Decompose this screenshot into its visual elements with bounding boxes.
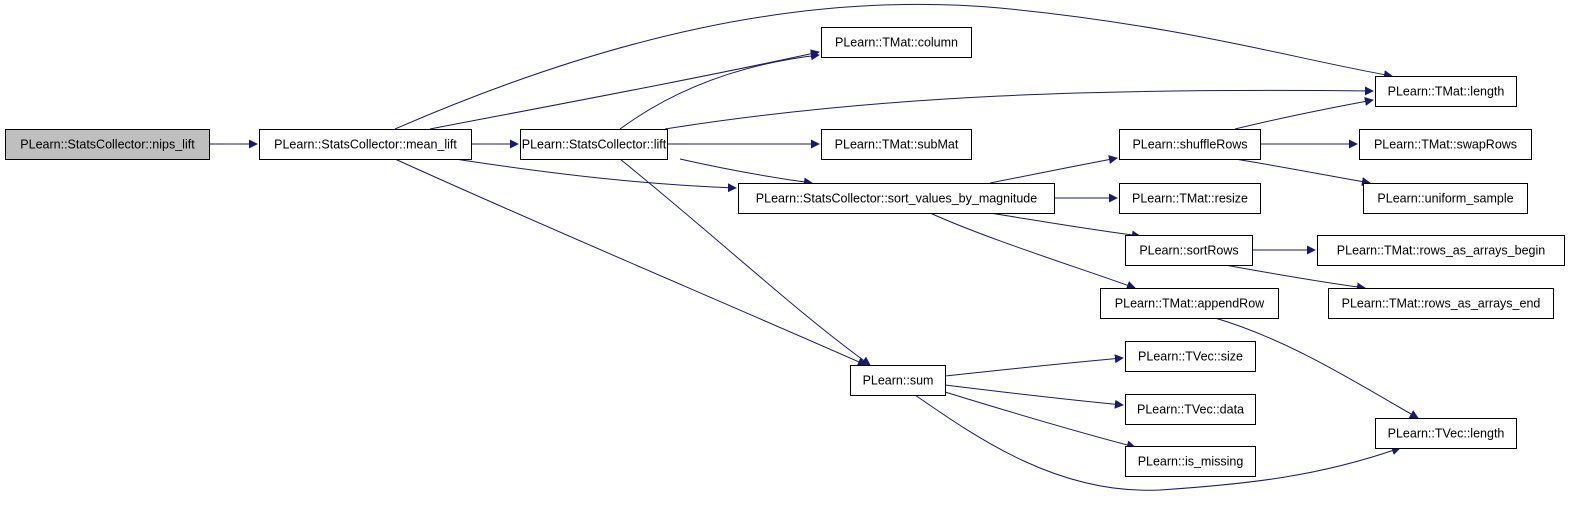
node-box[interactable] [1125,394,1256,425]
node-box[interactable] [850,365,946,396]
node-box[interactable] [738,183,1055,214]
node-resize[interactable]: PLearn::TMat::resize [1119,183,1261,214]
edge-lift-to-column [619,51,820,130]
edge-mean_lift-to-sum [394,158,867,366]
node-swapRows[interactable]: PLearn::TMat::swapRows [1359,129,1532,160]
edge-sum-to-tvec_size [944,354,1124,377]
edge-mean_lift-to-sort_values [454,158,737,193]
edge-sort_values-to-shuffleRows [989,155,1118,184]
node-label: PLearn::StatsCollector::sort_values_by_m… [756,192,1037,206]
node-box[interactable] [5,129,210,160]
node-label: PLearn::TMat::rows_as_arrays_begin [1337,244,1545,258]
node-box[interactable] [1328,288,1554,319]
edge-sum-to-tvec_data [944,384,1124,409]
node-box[interactable] [1125,235,1253,266]
node-label: PLearn::TMat::appendRow [1115,297,1265,311]
node-label: PLearn::StatsCollector::lift [522,138,667,152]
node-box[interactable] [520,129,668,160]
node-sortRows[interactable]: PLearn::sortRows [1125,235,1253,266]
edge-mean_lift-to-column [429,49,820,130]
node-tvec_data[interactable]: PLearn::TVec::data [1125,394,1256,425]
node-label: PLearn::is_missing [1138,455,1244,469]
edge-lift-to-tmat_length [664,86,1374,130]
edge-lift-to-sum [619,158,871,366]
node-tvec_length[interactable]: PLearn::TVec::length [1375,418,1517,449]
node-label: PLearn::TVec::data [1137,403,1244,417]
node-box[interactable] [1125,341,1256,372]
node-appendRow[interactable]: PLearn::TMat::appendRow [1100,288,1279,319]
node-box[interactable] [1375,76,1517,107]
node-rows_begin[interactable]: PLearn::TMat::rows_as_arrays_begin [1317,235,1565,266]
node-is_missing[interactable]: PLearn::is_missing [1125,446,1256,477]
node-label: PLearn::TVec::size [1138,350,1243,364]
node-shuffleRows[interactable]: PLearn::shuffleRows [1119,129,1261,160]
node-label: PLearn::TMat::column [835,36,958,50]
edge-sum-to-tvec_length [914,394,1401,491]
node-sort_values[interactable]: PLearn::StatsCollector::sort_values_by_m… [738,183,1055,214]
node-label: PLearn::sortRows [1139,244,1238,258]
node-lift[interactable]: PLearn::StatsCollector::lift [520,129,668,160]
node-tmat_length[interactable]: PLearn::TMat::length [1375,76,1517,107]
edge-sort_values-to-appendRow [929,212,1136,290]
node-label: PLearn::TMat::length [1388,85,1505,99]
edges-layer [209,3,1419,491]
node-label: PLearn::TMat::rows_as_arrays_end [1342,297,1541,311]
node-label: PLearn::shuffleRows [1132,138,1247,152]
node-label: PLearn::TMat::subMat [835,138,959,152]
node-label: PLearn::TVec::length [1388,427,1505,441]
edge-sum-to-is_missing [944,391,1136,450]
node-label: PLearn::TMat::swapRows [1374,138,1517,152]
edge-shuffleRows-to-tmat_length [1234,97,1374,130]
node-sum[interactable]: PLearn::sum [850,365,946,396]
node-label: PLearn::StatsCollector::mean_lift [274,138,457,152]
node-nips_lift[interactable]: PLearn::StatsCollector::nips_lift [5,129,210,160]
node-column[interactable]: PLearn::TMat::column [821,27,972,58]
edge-lift-to-sort_values [679,158,813,187]
node-uniform_sample[interactable]: PLearn::uniform_sample [1363,183,1528,214]
edge-sort_values-to-sortRows [989,212,1141,240]
node-box[interactable] [821,129,972,160]
node-box[interactable] [259,129,472,160]
edge-sortRows-to-rows_end [1224,264,1366,292]
node-mean_lift[interactable]: PLearn::StatsCollector::mean_lift [259,129,472,160]
edge-mean_lift-to-tmat_length [394,3,1393,130]
node-label: PLearn::StatsCollector::nips_lift [20,138,195,152]
node-box[interactable] [1119,183,1261,214]
node-box[interactable] [1375,418,1517,449]
edge-shuffleRows-to-uniform_sample [1234,158,1371,187]
node-box[interactable] [1363,183,1528,214]
node-label: PLearn::TMat::resize [1132,192,1248,206]
node-box[interactable] [821,27,972,58]
node-rows_end[interactable]: PLearn::TMat::rows_as_arrays_end [1328,288,1554,319]
node-box[interactable] [1359,129,1532,160]
node-label: PLearn::sum [863,374,934,388]
node-tvec_size[interactable]: PLearn::TVec::size [1125,341,1256,372]
node-subMat[interactable]: PLearn::TMat::subMat [821,129,972,160]
node-box[interactable] [1100,288,1279,319]
edge-appendRow-to-tvec_length [1214,317,1419,419]
node-box[interactable] [1317,235,1565,266]
node-box[interactable] [1125,446,1256,477]
node-box[interactable] [1119,129,1261,160]
node-label: PLearn::uniform_sample [1377,192,1513,206]
